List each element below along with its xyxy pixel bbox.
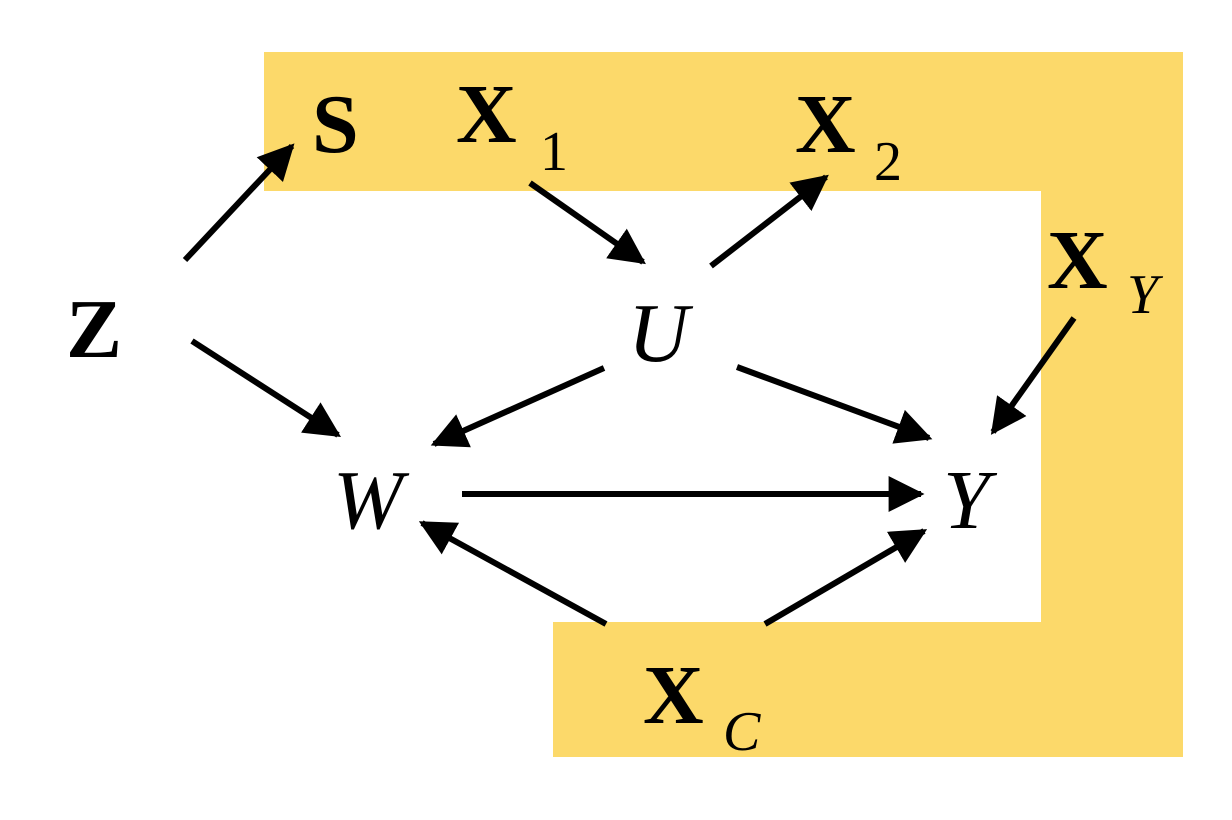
- node-y: Y: [943, 454, 998, 547]
- node-xc: X: [643, 649, 704, 742]
- node-u: U: [628, 287, 694, 380]
- edge-x1-to-u: [528, 180, 646, 265]
- edge-u-to-y: [735, 364, 933, 444]
- node-xc-subscript: C: [723, 701, 761, 763]
- edge-xy-to-y: [990, 316, 1077, 435]
- edge-u-to-w: [430, 365, 606, 448]
- node-xy-subscript: Y: [1127, 264, 1164, 326]
- node-x1-subscript: 1: [540, 121, 568, 183]
- node-s: S: [312, 78, 359, 171]
- node-xy: X: [1047, 214, 1108, 307]
- edge-xc-to-w: [418, 520, 608, 627]
- edge-z-to-w: [190, 338, 342, 438]
- node-x2: X: [795, 78, 856, 171]
- node-x1: X: [456, 68, 517, 161]
- edge-xc-to-y: [763, 528, 928, 627]
- node-w: W: [333, 454, 410, 547]
- node-x2-subscript: 2: [874, 131, 902, 193]
- edge-u-to-x2: [709, 174, 829, 269]
- highlight-region: [264, 52, 1183, 757]
- edge-z-to-s: [182, 143, 295, 263]
- node-z: Z: [66, 283, 122, 376]
